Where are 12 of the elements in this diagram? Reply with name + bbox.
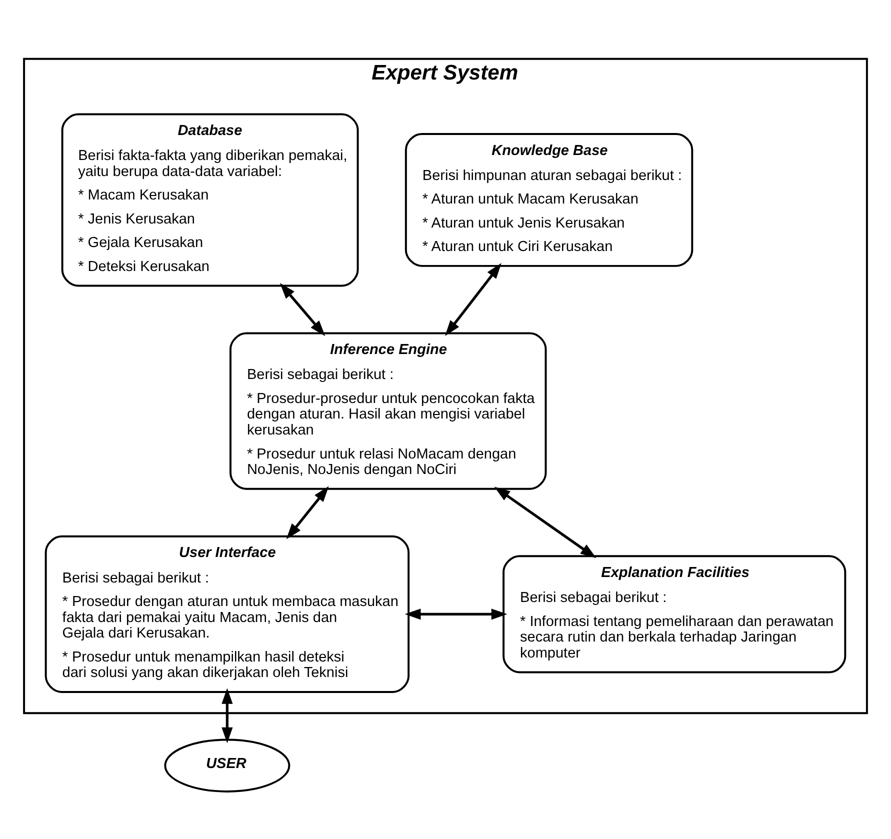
node-ellipse: USER [164,738,290,792]
arrow [222,688,233,743]
arrow [445,262,502,336]
node-box: Inference Engine Berisi sebagai berikut : * Prosedur-prosedur untuk pencocokan fakta dengan aturan. Hasil akan mengisi variabel kerusakan * Prosedur untuk relasi NoMacam dengan NoJenis, NoJenis dengan NoCiri [230,332,547,490]
arrow [286,486,329,539]
node-box: User Interface Berisi sebagai berikut : * Prosedur dengan aturan untuk membaca masukan fakta dari pemakai yaitu Macam, Jenis dan Gejala dari Kerusakan. * Prosedur untuk menampilkan hasil deteksi dari solusi yang akan dikerjakan oleh Teknisi [44,534,410,692]
arrow [494,486,596,558]
node-box: Database Berisi fakta-fakta yang diberikan pemakai, yaitu berupa data-data variabel: * Macam Kerusakan * Jenis Kerusakan * Gejala Kerusakan * Deteksi Kerusakan [61,112,359,286]
node-box: Explanation Facilities Berisi sebagai berikut : * Informasi tentang pemeliharaan dan perawatan secara rutin dan berkala terhadap Jaringan komputer [502,554,846,673]
node-box: Knowledge Base Berisi himpunan aturan sebagai berikut : * Aturan untuk Macam Kerusakan * Aturan untuk Jenis Kerusakan * Aturan untuk Ciri Kerusakan [404,132,694,266]
arrow [404,608,508,620]
arrow [280,282,326,336]
